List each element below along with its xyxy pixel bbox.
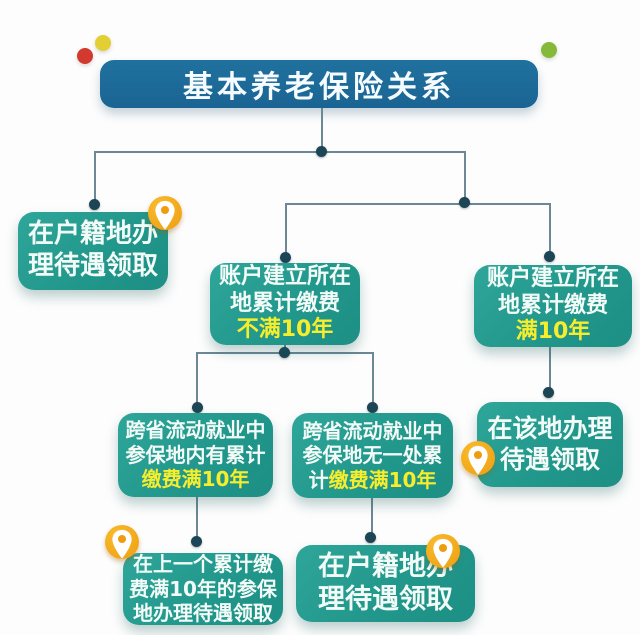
connector-to-account-under10 [285, 203, 287, 258]
node-line: 理待遇领取 [28, 251, 158, 283]
node-line: 地累计缴费 [498, 293, 608, 320]
junction-dot-2 [89, 199, 100, 210]
node-line: 账户建立所在 [219, 264, 351, 291]
node-cross-has10: 跨省流动就业中 参保地内有累计 缴费满10年 [118, 413, 273, 497]
decor-dot-red [77, 48, 93, 64]
node-line: 参保地内有累计 [126, 443, 266, 467]
node-text: 理待遇领取 [27, 251, 158, 281]
node-text: 跨省流动就业中 [302, 418, 443, 443]
node-cross-none10: 跨省流动就业中 参保地无一处累 计缴费满10年 [292, 413, 453, 498]
junction-dot-5 [544, 251, 555, 262]
junction-dot-9 [191, 536, 202, 547]
node-text: 在该地办理 [487, 414, 613, 443]
connector-to-cross-has10 [196, 352, 198, 408]
connector-to-cross-none10 [372, 352, 374, 408]
connector-level2-horizontal [285, 203, 550, 205]
location-pin-icon [461, 441, 495, 475]
node-text-highlight: 不满10年 [236, 317, 334, 343]
node-line: 理待遇领取 [318, 584, 453, 617]
node-line: 在上一个累计缴 [133, 552, 273, 576]
connector-level1-to-level2 [464, 151, 466, 204]
junction-dot-10 [365, 532, 376, 543]
node-hukou-top: 在户籍地办 理待遇领取 [18, 212, 168, 290]
node-line: 地办理待遇领取 [133, 601, 273, 625]
junction-dot-4 [280, 252, 291, 263]
node-text: 账户建立所在 [486, 265, 619, 291]
node-text: 跨省流动就业中 [125, 418, 266, 443]
node-text: 理待遇领取 [318, 583, 453, 615]
title-text: 基本养老保险关系 [183, 70, 455, 105]
node-line: 在该地办理 [487, 414, 612, 445]
node-line: 缴费满10年 [142, 467, 250, 491]
node-text-highlight: 缴费满10年 [141, 467, 250, 492]
junction-dot-7 [192, 402, 203, 413]
connector-title-down [321, 108, 323, 152]
node-line: 满10年 [516, 319, 591, 346]
node-text: 待遇领取 [499, 444, 600, 474]
node-line: 待遇领取 [500, 445, 600, 476]
node-account-over10: 账户建立所在 地累计缴费 满10年 [474, 265, 632, 347]
map-marker-glyph [155, 200, 175, 230]
node-text: 参保地内有累计 [125, 442, 266, 467]
node-text-highlight: 满10年 [515, 319, 591, 345]
node-prev-place: 在上一个累计缴 费满10年的参保 地办理待遇领取 [123, 552, 283, 625]
connector-to-prev-place [196, 497, 198, 542]
node-local-place: 在该地办理 待遇领取 [477, 402, 623, 487]
node-line: 跨省流动就业中 [303, 419, 443, 443]
junction-dot-3 [459, 197, 470, 208]
connector-level1-horizontal [94, 151, 466, 153]
node-text: 计 [308, 467, 329, 492]
map-marker-glyph [468, 445, 488, 475]
node-text: 账户建立所在 [218, 263, 351, 289]
decor-dot-yellow [95, 35, 111, 51]
node-account-under10: 账户建立所在 地累计缴费 不满10年 [210, 263, 360, 345]
junction-dot-1 [316, 146, 327, 157]
node-line: 账户建立所在 [487, 266, 619, 293]
node-text: 参保地无一处累 [302, 443, 443, 468]
junction-dot-6 [279, 347, 290, 358]
location-pin-icon [148, 196, 182, 230]
node-line: 地累计缴费 [230, 291, 340, 318]
node-line: 费满10年的参保 [129, 577, 277, 601]
location-pin-icon [426, 534, 460, 568]
connector-to-hukou-top [94, 151, 96, 205]
node-text: 地累计缴费 [497, 292, 608, 318]
node-text: 费满10年的参保 [129, 576, 277, 601]
connector-to-local-place [549, 347, 551, 393]
node-text: 地办理待遇领取 [133, 601, 273, 626]
node-text: 在户籍地办 [27, 219, 158, 250]
node-line: 跨省流动就业中 [126, 418, 266, 442]
root-node-title: 基本养老保险关系 [100, 60, 538, 108]
map-marker-glyph [433, 538, 453, 568]
node-line: 参保地无一处累 [303, 443, 443, 467]
decor-dot-green [541, 42, 557, 58]
map-marker-glyph [112, 529, 132, 559]
junction-dot-8 [367, 402, 378, 413]
node-line: 计缴费满10年 [309, 468, 437, 492]
location-pin-icon [105, 525, 139, 559]
connector-to-account-over10 [549, 203, 551, 257]
node-line: 不满10年 [237, 317, 334, 344]
node-text-highlight: 缴费满10年 [328, 467, 437, 492]
connector-to-hukou-bottom [371, 498, 373, 538]
node-line: 在户籍地办 [28, 219, 158, 251]
junction-dot-11 [543, 387, 554, 398]
node-text: 在上一个累计缴 [133, 552, 273, 577]
node-text: 地累计缴费 [229, 290, 340, 316]
